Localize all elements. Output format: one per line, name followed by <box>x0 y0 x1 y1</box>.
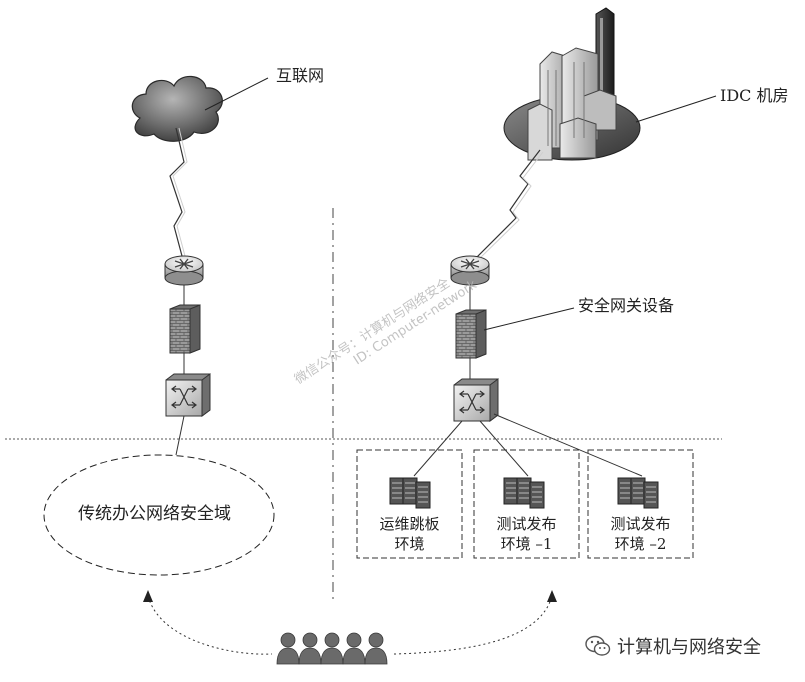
switch-icon <box>165 373 211 417</box>
router-icon <box>164 255 204 286</box>
office-domain-label: 传统办公网络安全域 <box>78 504 231 524</box>
env-label-ops-line1: 运维跳板 <box>379 515 440 533</box>
cloud-icon <box>131 75 223 142</box>
internet-label: 互联网 <box>276 66 325 85</box>
server-rack-icon <box>617 477 659 509</box>
server-rack-icon <box>389 477 431 509</box>
access-arc <box>147 595 273 655</box>
env-label-ops: 运维跳板 环境 <box>357 514 462 554</box>
lightning-link-left <box>169 127 185 257</box>
firewall-icon <box>455 309 487 359</box>
arrow-head-left <box>143 590 153 602</box>
wechat-icon <box>585 635 611 656</box>
badge-text: 计算机与网络安全 <box>617 637 761 658</box>
firewall-icon <box>169 304 201 354</box>
router-icon <box>450 255 490 286</box>
office-domain-ellipse <box>43 454 275 576</box>
env-label-test-2-line2: 环境 –2 <box>614 535 667 553</box>
internet-pointer-line <box>204 77 269 111</box>
env-label-test-1-line2: 环境 –1 <box>500 535 553 553</box>
arrow-head-right <box>547 590 557 602</box>
buildings-icon <box>503 7 641 161</box>
server-rack-icon <box>503 477 545 509</box>
env-label-ops-line2: 环境 <box>394 535 425 553</box>
env-label-test-2-line1: 测试发布 <box>610 515 671 533</box>
lightning-link-right <box>473 149 541 261</box>
gateway-pointer-line <box>483 307 575 331</box>
idc-label: IDC 机房 <box>720 86 789 105</box>
users-icon <box>276 632 388 665</box>
gateway-label: 安全网关设备 <box>578 296 675 315</box>
switch-icon <box>453 378 499 422</box>
env-label-test-2: 测试发布 环境 –2 <box>588 514 693 554</box>
env-label-test-1-line1: 测试发布 <box>496 515 557 533</box>
env-box-test-2 <box>587 449 694 559</box>
env-box-test-1 <box>473 449 580 559</box>
idc-pointer-line <box>635 95 717 123</box>
source-badge: 计算机与网络安全 <box>585 633 761 659</box>
env-label-test-1: 测试发布 环境 –1 <box>474 514 579 554</box>
env-box-ops <box>356 449 463 559</box>
